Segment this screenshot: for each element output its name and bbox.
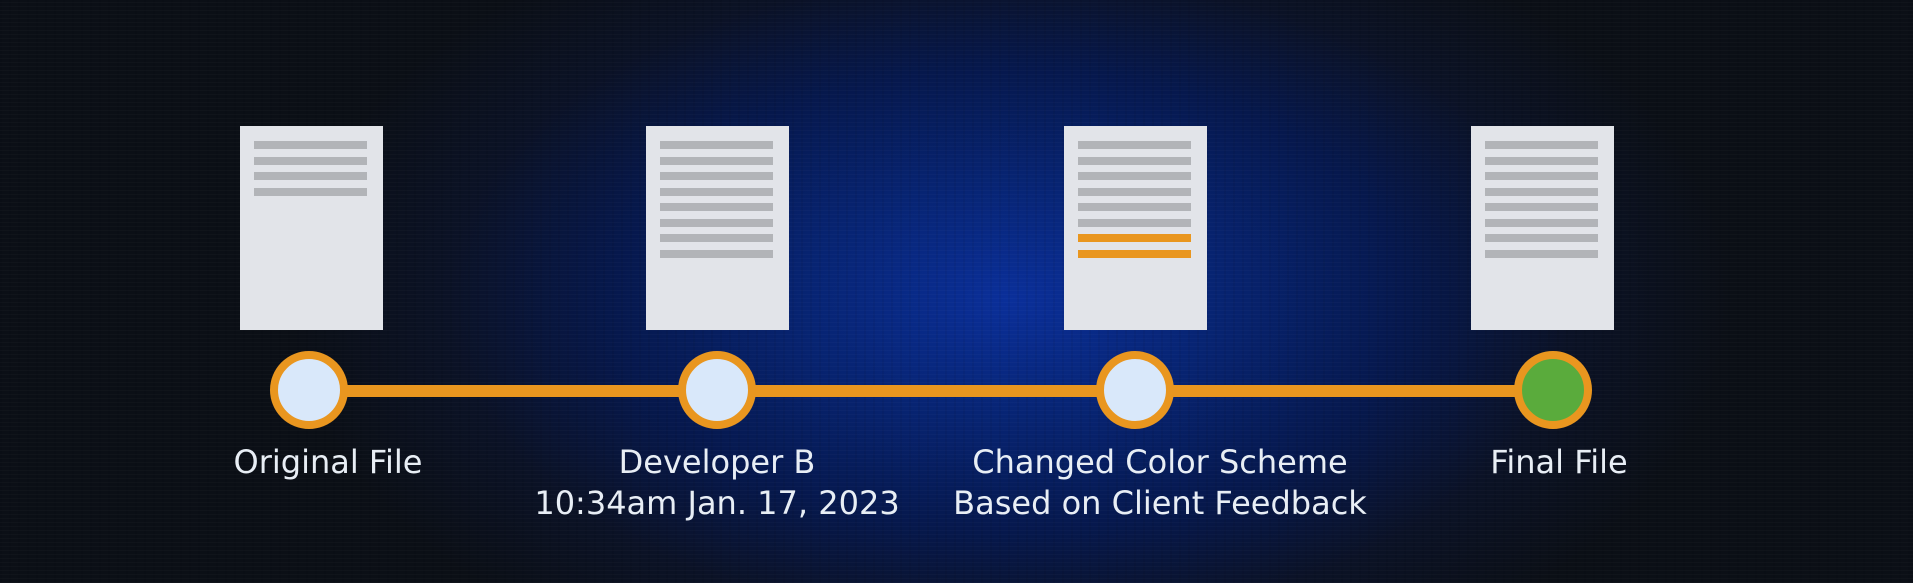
label-color-scheme-line-1: Changed Color Scheme bbox=[972, 443, 1348, 481]
document-changed-line bbox=[1078, 249, 1191, 258]
document-text-line bbox=[1485, 249, 1598, 258]
timeline-node-original bbox=[270, 351, 348, 429]
timeline-node-developer-b bbox=[678, 351, 756, 429]
document-developer-b-icon bbox=[646, 126, 789, 330]
document-text-line bbox=[1078, 141, 1191, 149]
document-text-line bbox=[660, 187, 773, 196]
label-final-line-1: Final File bbox=[1490, 443, 1628, 481]
document-text-line bbox=[254, 172, 367, 180]
document-text-line bbox=[660, 218, 773, 227]
document-text-line bbox=[1485, 234, 1598, 242]
document-text-line bbox=[1078, 218, 1191, 227]
document-text-line bbox=[1485, 187, 1598, 196]
document-text-line bbox=[1485, 141, 1598, 149]
document-text-line bbox=[254, 187, 367, 196]
label-color-scheme-line-2: Based on Client Feedback bbox=[953, 484, 1367, 522]
document-color-scheme-icon bbox=[1064, 126, 1207, 330]
document-original-icon bbox=[240, 126, 383, 330]
document-text-line bbox=[1078, 203, 1191, 211]
document-text-line bbox=[660, 203, 773, 211]
document-text-line bbox=[1485, 156, 1598, 165]
label-color-scheme: Changed Color Scheme Based on Client Fee… bbox=[953, 442, 1367, 524]
document-text-line bbox=[660, 156, 773, 165]
document-text-line bbox=[660, 234, 773, 242]
document-text-line bbox=[1485, 218, 1598, 227]
timeline-node-color-scheme bbox=[1096, 351, 1174, 429]
document-text-line bbox=[1078, 187, 1191, 196]
label-original-line-1: Original File bbox=[233, 443, 423, 481]
document-text-line bbox=[1078, 172, 1191, 180]
label-developer-b-line-2: 10:34am Jan. 17, 2023 bbox=[534, 484, 900, 522]
document-text-line bbox=[660, 172, 773, 180]
timeline-node-final bbox=[1514, 351, 1592, 429]
document-text-line bbox=[1078, 156, 1191, 165]
label-developer-b: Developer B 10:34am Jan. 17, 2023 bbox=[534, 442, 899, 524]
document-final-icon bbox=[1471, 126, 1614, 330]
document-text-line bbox=[660, 141, 773, 149]
document-text-line bbox=[660, 249, 773, 258]
label-developer-b-line-1: Developer B bbox=[618, 443, 816, 481]
document-changed-line bbox=[1078, 234, 1191, 242]
label-original: Original File bbox=[234, 442, 423, 483]
label-final: Final File bbox=[1490, 442, 1627, 483]
document-text-line bbox=[254, 156, 367, 165]
document-text-line bbox=[254, 141, 367, 149]
document-text-line bbox=[1485, 203, 1598, 211]
document-text-line bbox=[1485, 172, 1598, 180]
timeline-connector bbox=[309, 385, 1553, 397]
